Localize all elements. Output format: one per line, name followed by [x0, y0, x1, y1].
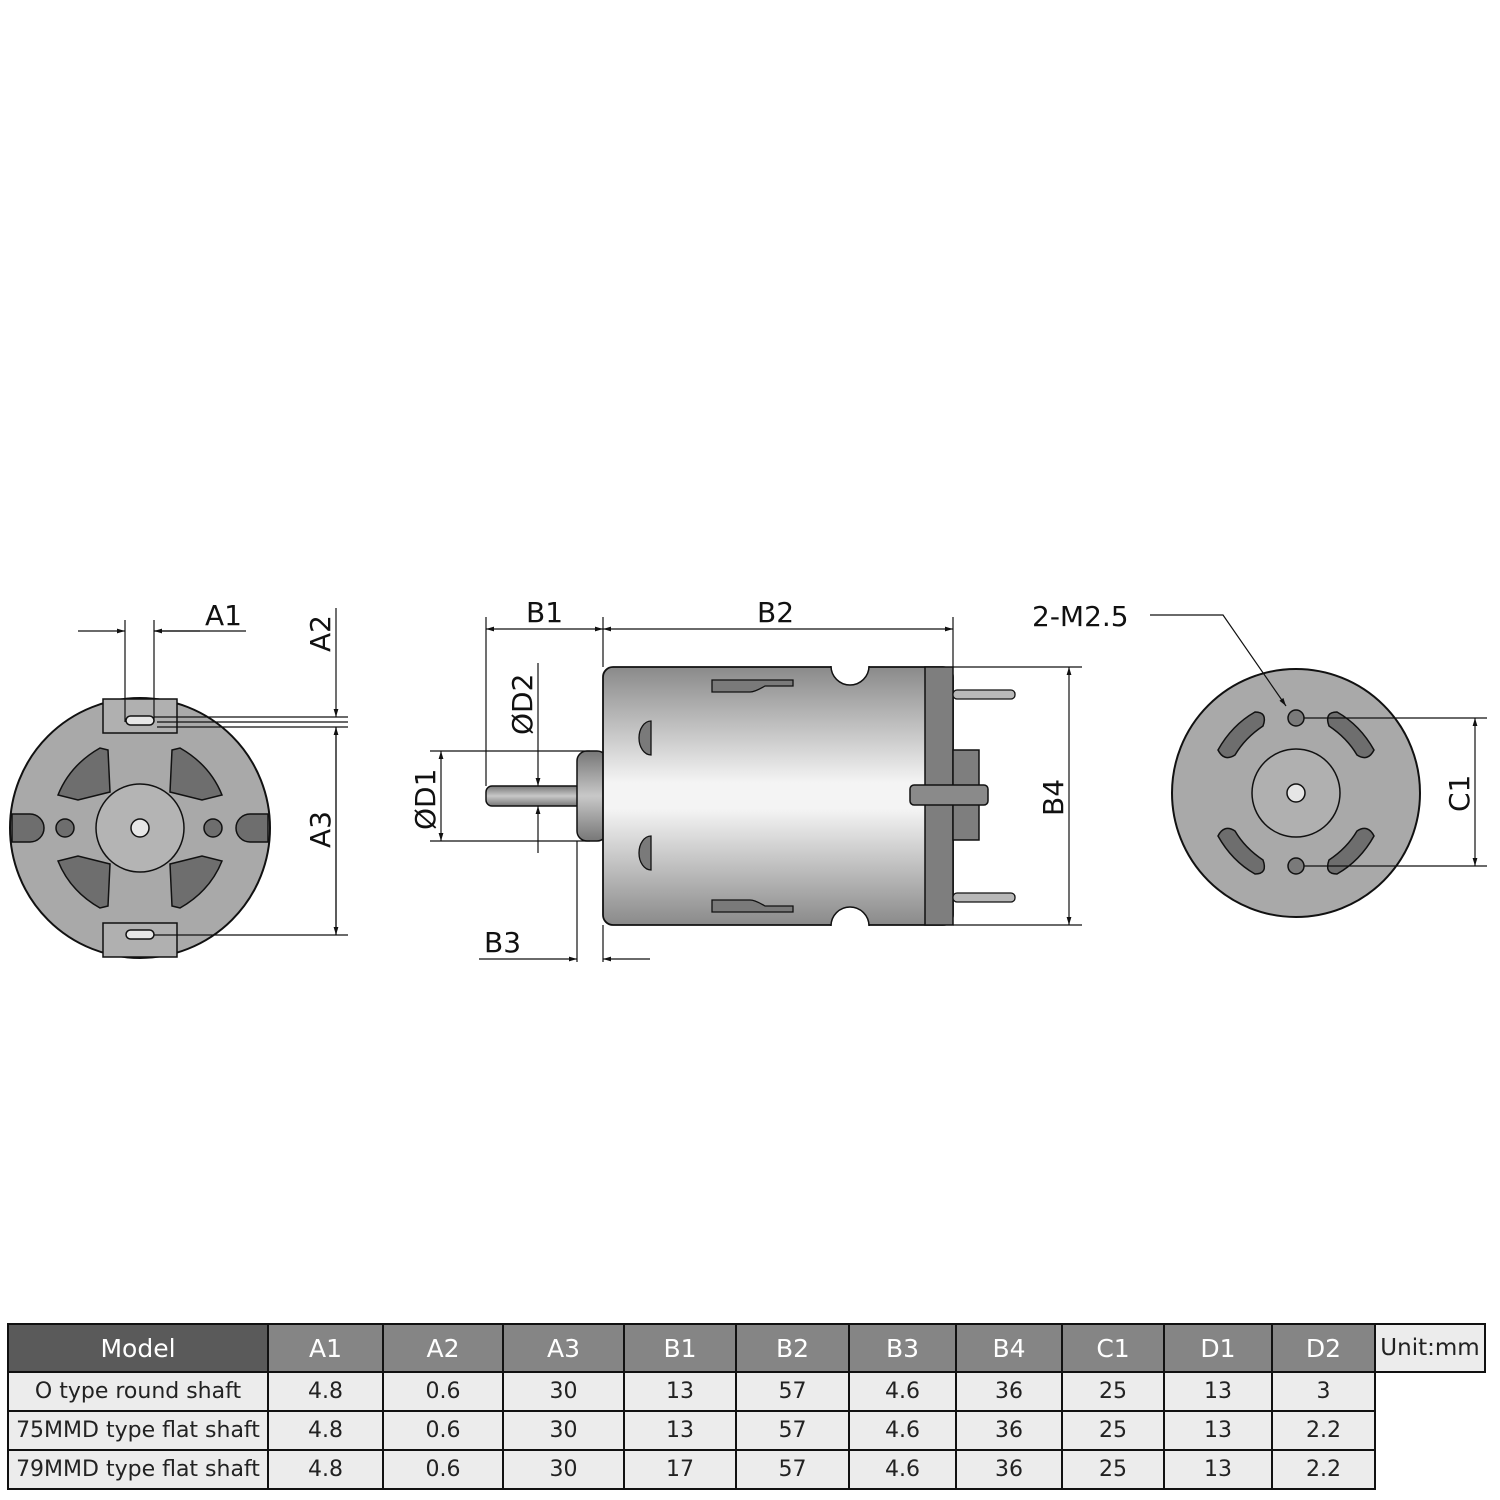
motor-can — [602, 666, 954, 926]
side-slot-left — [11, 813, 45, 843]
value-cell: 3 — [1271, 1371, 1376, 1412]
value-cell: 36 — [955, 1449, 1063, 1490]
dim-label-a3: A3 — [304, 811, 337, 848]
value-cell: 0.6 — [382, 1449, 504, 1490]
table-header-row: Model A1 A2 A3 B1 B2 B3 B4 C1 D1 D2 Unit… — [7, 1323, 1486, 1373]
mount-hole-right — [203, 818, 223, 838]
col-header-c1: C1 — [1061, 1323, 1165, 1373]
vent-slot — [56, 747, 111, 801]
model-cell: O type round shaft — [7, 1371, 269, 1412]
value-cell: 13 — [1163, 1410, 1273, 1451]
col-header-d1: D1 — [1163, 1323, 1273, 1373]
value-cell: 36 — [955, 1371, 1063, 1412]
rear-view: 2-M2.5 C1 — [1032, 600, 1487, 918]
rear-shaft-end — [1286, 783, 1306, 803]
dim-label-d1: ØD1 — [409, 769, 442, 830]
value-cell: 57 — [735, 1371, 850, 1412]
value-cell: 25 — [1061, 1410, 1165, 1451]
value-cell: 13 — [623, 1410, 737, 1451]
value-cell: 2.2 — [1271, 1449, 1376, 1490]
col-header-b2: B2 — [735, 1323, 850, 1373]
table-row: 75MMD type flat shaft 4.8 0.6 30 13 57 4… — [7, 1410, 1485, 1451]
col-header-b3: B3 — [848, 1323, 957, 1373]
side-slot-right — [235, 813, 269, 843]
dim-label-d2: ØD2 — [506, 674, 539, 735]
dim-label-c1: C1 — [1443, 775, 1476, 812]
col-header-b4: B4 — [955, 1323, 1063, 1373]
dim-label-b4: B4 — [1037, 779, 1070, 816]
can-dimple — [638, 720, 652, 756]
dim-label-a2: A2 — [304, 615, 337, 652]
dimension-table: Model A1 A2 A3 B1 B2 B3 B4 C1 D1 D2 Unit… — [7, 1323, 1486, 1490]
mount-hole-left — [55, 818, 75, 838]
dim-label-b3: B3 — [484, 926, 521, 959]
can-dimple — [638, 835, 652, 871]
can-tab-bottom — [711, 899, 794, 913]
hole-callout-label: 2-M2.5 — [1032, 600, 1129, 633]
rear-vent-slot — [1217, 711, 1266, 759]
shaft-end — [130, 818, 150, 838]
model-cell: 79MMD type flat shaft — [7, 1449, 269, 1490]
value-cell: 4.8 — [267, 1410, 384, 1451]
terminal-pin-bottom — [952, 892, 1016, 903]
dim-label-b1: B1 — [526, 596, 563, 629]
notch-bottom — [830, 906, 870, 927]
value-cell: 0.6 — [382, 1371, 504, 1412]
unit-cell: Unit:mm — [1374, 1323, 1486, 1373]
col-header-b1: B1 — [623, 1323, 737, 1373]
col-header-d2: D2 — [1271, 1323, 1376, 1373]
value-cell: 57 — [735, 1410, 850, 1451]
value-cell: 30 — [502, 1410, 625, 1451]
value-cell: 13 — [623, 1371, 737, 1412]
vent-slot — [56, 855, 111, 909]
dim-label-a1: A1 — [205, 599, 242, 632]
value-cell: 30 — [502, 1449, 625, 1490]
value-cell: 4.6 — [848, 1371, 957, 1412]
vent-slot — [169, 855, 224, 909]
rear-vent-slot — [1326, 827, 1375, 875]
terminal-tab-bottom — [102, 922, 178, 958]
col-header-a2: A2 — [382, 1323, 504, 1373]
terminal-slot-bottom — [125, 929, 155, 940]
value-cell: 4.6 — [848, 1449, 957, 1490]
terminal-slot-top — [125, 715, 155, 726]
rear-shaft-stub — [909, 784, 989, 806]
value-cell: 57 — [735, 1449, 850, 1490]
value-cell: 36 — [955, 1410, 1063, 1451]
motor-technical-drawing: A1 A2 A3 — [9, 596, 1487, 962]
shaft — [485, 785, 583, 807]
terminal-pin-top — [952, 689, 1016, 700]
value-cell: 4.8 — [267, 1371, 384, 1412]
notch-top — [830, 665, 870, 686]
value-cell: 25 — [1061, 1371, 1165, 1412]
col-header-model: Model — [7, 1323, 269, 1373]
value-cell: 4.6 — [848, 1410, 957, 1451]
m2-5-hole-bottom — [1287, 857, 1305, 875]
table-row: 79MMD type flat shaft 4.8 0.6 30 17 57 4… — [7, 1449, 1485, 1490]
rear-vent-slot — [1217, 827, 1266, 875]
col-header-a3: A3 — [502, 1323, 625, 1373]
value-cell: 30 — [502, 1371, 625, 1412]
value-cell: 2.2 — [1271, 1410, 1376, 1451]
m2-5-hole-top — [1287, 709, 1305, 727]
vent-slot — [169, 747, 224, 801]
value-cell: 17 — [623, 1449, 737, 1490]
side-view: B1 B2 B4 ØD1 ØD2 B3 — [409, 596, 1082, 962]
dim-label-b2: B2 — [757, 596, 794, 629]
model-cell: 75MMD type flat shaft — [7, 1410, 269, 1451]
value-cell: 13 — [1163, 1371, 1273, 1412]
can-tab-top — [711, 679, 794, 693]
value-cell: 25 — [1061, 1449, 1165, 1490]
value-cell: 13 — [1163, 1449, 1273, 1490]
front-view: A1 A2 A3 — [9, 599, 348, 959]
table-row: O type round shaft 4.8 0.6 30 13 57 4.6 … — [7, 1371, 1485, 1412]
value-cell: 0.6 — [382, 1410, 504, 1451]
value-cell: 4.8 — [267, 1449, 384, 1490]
rear-vent-slot — [1326, 711, 1375, 759]
col-header-a1: A1 — [267, 1323, 384, 1373]
